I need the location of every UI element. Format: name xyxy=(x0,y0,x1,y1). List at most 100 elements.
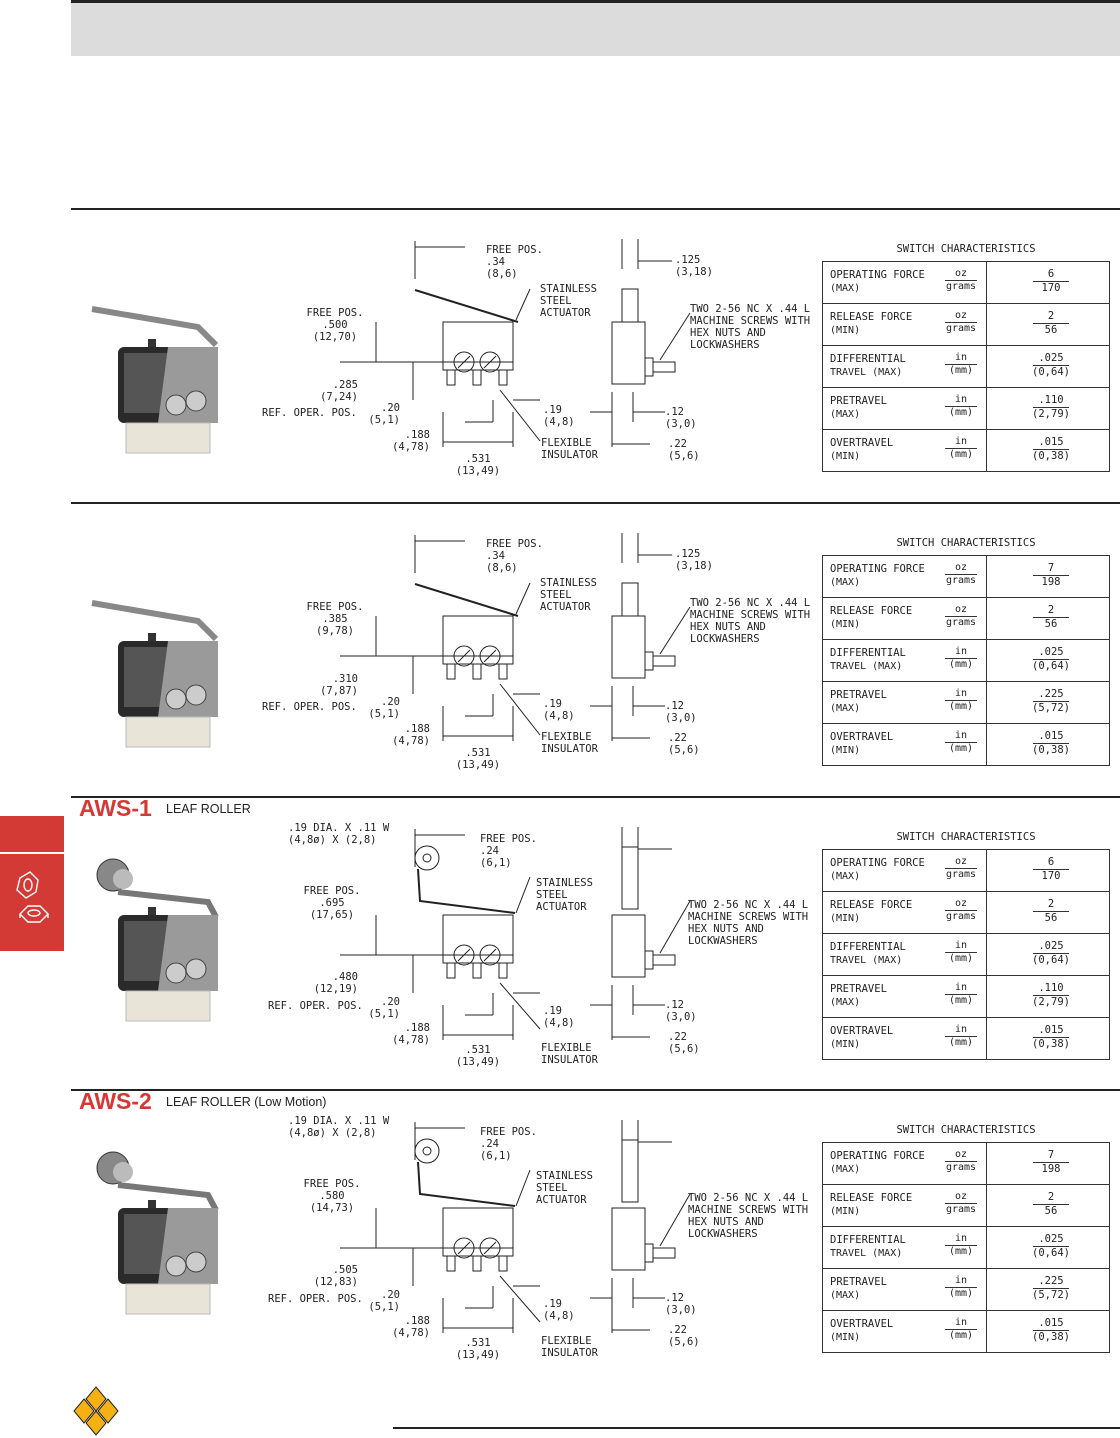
model-subtitle: LEAF ROLLER xyxy=(166,802,251,816)
dim-free-pos-left: FREE POS. .500 (12,70) xyxy=(306,307,364,343)
unit-bottom: grams xyxy=(945,617,977,628)
dim-d125: .125 (3,18) xyxy=(675,254,713,278)
terminal xyxy=(472,1255,482,1272)
row-label: PRETRAVEL xyxy=(830,689,887,701)
dim-d20: .20 (5,1) xyxy=(368,1289,400,1313)
value-metric: (0,64) xyxy=(1032,954,1070,966)
row-label: PRETRAVEL xyxy=(830,395,887,407)
side-tab-top[interactable] xyxy=(0,816,64,852)
side-body xyxy=(611,914,646,978)
value-imperial: .110 xyxy=(1033,394,1069,408)
row-unit: in(mm) xyxy=(941,1233,981,1258)
row-unit: in(mm) xyxy=(941,1317,981,1342)
side-actuator xyxy=(621,1139,639,1203)
section-divider xyxy=(71,208,1120,210)
value-metric: (0,38) xyxy=(1032,744,1070,756)
dim-ref-height: .285 (7,24) xyxy=(320,379,358,403)
dim-screws: TWO 2-56 NC X .44 L MACHINE SCREWS WITH … xyxy=(688,1192,809,1240)
value-metric: (5,72) xyxy=(1032,1289,1070,1301)
unit-bottom: grams xyxy=(945,323,977,334)
value-imperial: .025 xyxy=(1033,940,1069,954)
dim-screws: TWO 2-56 NC X .44 L MACHINE SCREWS WITH … xyxy=(690,597,811,645)
terminal xyxy=(446,1255,456,1272)
row-label-qualifier: (MIN) xyxy=(830,1332,861,1343)
column-divider xyxy=(986,262,987,303)
column-divider xyxy=(986,388,987,429)
dim-d188: .188 (4,78) xyxy=(392,429,430,453)
leader xyxy=(659,312,691,361)
unit-top: in xyxy=(945,394,977,407)
unit-top: in xyxy=(945,688,977,701)
value-metric: 56 xyxy=(1044,1205,1058,1217)
dim-d531: .531 (13,49) xyxy=(455,453,501,477)
dim-d20: .20 (5,1) xyxy=(368,402,400,426)
unit-bottom: (mm) xyxy=(948,1288,974,1299)
dim-ref-oper-pos: REF. OPER. POS. xyxy=(262,407,357,419)
roller-icon xyxy=(414,845,440,871)
value-imperial: 2 xyxy=(1033,310,1069,324)
column-divider xyxy=(986,1227,987,1268)
machine-screw xyxy=(652,1247,676,1259)
table-row: DIFFERENTIAL TRAVEL (MAX) in(mm) .025(0,… xyxy=(823,640,1109,682)
value-imperial: .015 xyxy=(1033,436,1069,450)
value-imperial: .025 xyxy=(1033,646,1069,660)
terminal xyxy=(498,1255,508,1272)
side-actuator xyxy=(621,288,639,323)
row-label-qualifier: (MIN) xyxy=(830,1039,861,1050)
table-title: SWITCH CHARACTERISTICS xyxy=(896,537,1036,549)
dim-d19: .19 (4,8) xyxy=(543,1005,575,1029)
row-label-qualifier: (MAX) xyxy=(830,997,861,1008)
leader xyxy=(499,683,541,736)
row-label: OVERTRAVEL xyxy=(830,437,894,449)
side-body xyxy=(611,615,646,679)
unit-top: oz xyxy=(945,898,977,911)
unit-bottom: (mm) xyxy=(948,365,974,376)
row-label-qualifier: (MAX) xyxy=(830,409,861,420)
dim-d20: .20 (5,1) xyxy=(368,996,400,1020)
unit-bottom: (mm) xyxy=(948,1330,974,1341)
unit-top: oz xyxy=(945,1191,977,1204)
leaf-lever-switch-photo xyxy=(91,600,219,748)
value-metric: (0,38) xyxy=(1032,1331,1070,1343)
dim-free-pos-left: FREE POS. .695 (17,65) xyxy=(303,885,361,921)
table-title: SWITCH CHARACTERISTICS xyxy=(896,831,1036,843)
side-actuator xyxy=(621,582,639,617)
leader xyxy=(659,900,691,954)
dim-screws: TWO 2-56 NC X .44 L MACHINE SCREWS WITH … xyxy=(688,899,809,947)
value-metric: 56 xyxy=(1044,324,1058,336)
unit-bottom: (mm) xyxy=(948,659,974,670)
value-imperial: 2 xyxy=(1033,898,1069,912)
dim-d12: .12 (3,0) xyxy=(665,999,697,1023)
row-label: OPERATING FORCE xyxy=(830,857,925,869)
hex-nut xyxy=(644,950,654,970)
row-label: OVERTRAVEL xyxy=(830,731,894,743)
unit-bottom: (mm) xyxy=(948,449,974,460)
row-unit: in(mm) xyxy=(941,730,981,755)
table-row: DIFFERENTIAL TRAVEL (MAX) in(mm) .025(0,… xyxy=(823,1227,1109,1269)
unit-bottom: (mm) xyxy=(948,743,974,754)
row-value: .110(2,79) xyxy=(1023,982,1079,1009)
unit-top: in xyxy=(945,940,977,953)
value-metric: 56 xyxy=(1044,912,1058,924)
dim-d19: .19 (4,8) xyxy=(543,404,575,428)
switch-body-outline xyxy=(442,1207,514,1257)
switch-body-outline xyxy=(442,914,514,964)
value-metric: (5,72) xyxy=(1032,702,1070,714)
side-tab-hardware[interactable] xyxy=(0,854,64,951)
dim-flexible: FLEXIBLE INSULATOR xyxy=(541,437,598,461)
dim-roller-dia: .19 DIA. X .11 W (4,8ø) X (2,8) xyxy=(288,1115,390,1139)
diamond-logo-icon xyxy=(73,1386,119,1436)
terminal xyxy=(498,369,508,386)
dimension-drawing xyxy=(340,1120,691,1333)
hex-nut xyxy=(644,357,654,377)
row-unit: in(mm) xyxy=(941,646,981,671)
